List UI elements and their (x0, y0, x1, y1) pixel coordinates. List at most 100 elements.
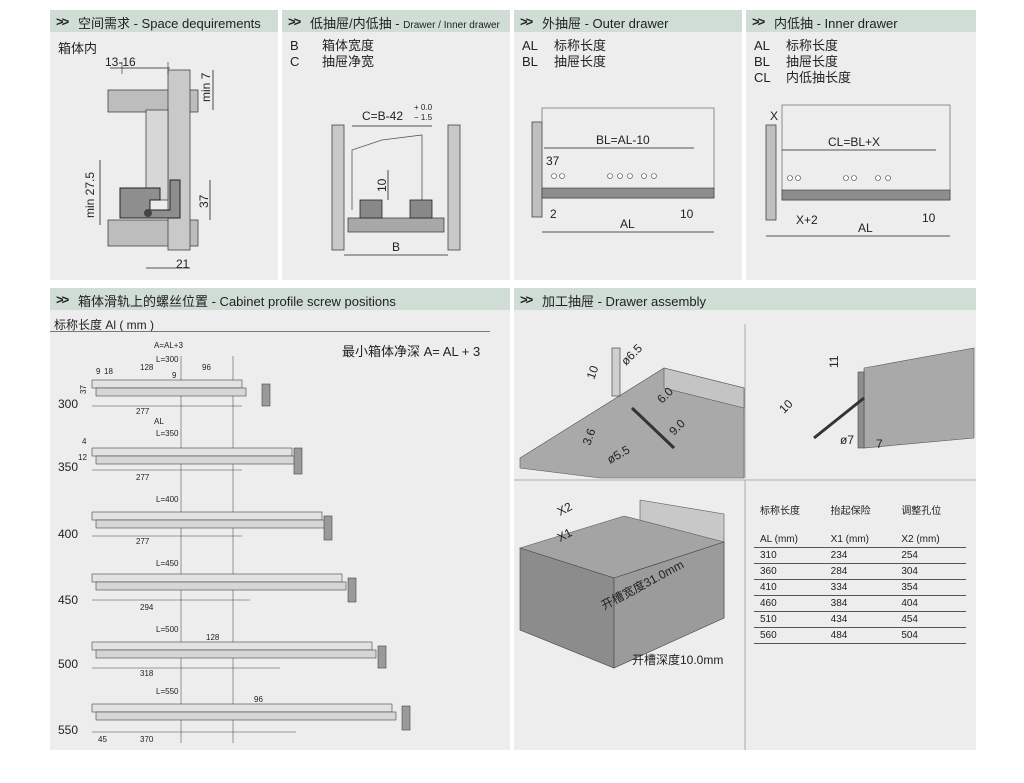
panel-header: >> 内低抽 - Inner drawer (746, 10, 976, 32)
dim-al: AL (620, 217, 635, 231)
panel-header: >> 加工抽屉 - Drawer assembly (514, 288, 976, 310)
panel-space-requirements: >> 空间需求 - Space dequirements 箱体内 13-16 m… (50, 10, 278, 280)
drawer-box: X2 X1 开槽宽度31.0mm 开槽深度10.0mm (518, 499, 726, 669)
dim-9b: 9 (172, 371, 177, 380)
rail-row-450: 450 L=450 294 (58, 559, 357, 612)
tolerance-upper: + 0.0 (414, 103, 433, 112)
dim-x-plus-2: X+2 (796, 213, 818, 227)
dim-2: 2 (550, 207, 557, 221)
dim-37: 37 (197, 194, 211, 208)
svg-text:ø6.5: ø6.5 (618, 341, 645, 368)
dim-21: 21 (176, 257, 190, 271)
dim-12: 12 (78, 453, 87, 462)
dim-4: 4 (82, 437, 87, 446)
dim-bl: BL=AL-10 (596, 133, 650, 147)
rail-row-550: 550 L=550 370 (58, 687, 411, 744)
header-nominal-length: 标称长度 (760, 506, 800, 517)
svg-text:10: 10 (776, 397, 796, 417)
svg-text:10: 10 (584, 363, 602, 381)
unit-al: AL (mm) (760, 534, 798, 545)
panel-title: 低抽屉/内低抽 - Drawer / Inner drawer (310, 16, 500, 31)
drill-detail-right: 11 10 ø7 7 (776, 347, 975, 451)
chevron-right-icon: >> (520, 14, 533, 29)
svg-text:开槽深度10.0mm: 开槽深度10.0mm (632, 652, 723, 667)
dim-10: 10 (922, 211, 936, 225)
svg-text:L=400: L=400 (156, 495, 179, 504)
svg-text:11: 11 (827, 355, 841, 368)
dim-9: 9 (96, 367, 101, 376)
divider (50, 331, 490, 332)
panel-drawer-assembly: >> 加工抽屉 - Drawer assembly 10 ø6.5 6.0 9.… (514, 288, 976, 750)
drawer-cross-section: C=B-42 + 0.0 − 1.5 10 B (331, 103, 461, 256)
dim-min7: min 7 (199, 72, 213, 102)
svg-text:370: 370 (140, 735, 154, 744)
svg-text:277: 277 (136, 537, 150, 546)
dim-18: 18 (104, 367, 113, 376)
chevron-right-icon: >> (288, 14, 301, 29)
svg-text:300: 300 (58, 397, 78, 411)
dim-128b: 128 (206, 633, 220, 642)
rail-row-400: 400 L=400 277 (58, 495, 333, 546)
inner-drawer-diagram: X CL=BL+X X+2 10 AL (765, 104, 951, 237)
panel-header: >> 空间需求 - Space dequirements (50, 10, 278, 32)
drill-detail-left: 10 ø6.5 6.0 9.0 3.6 ø5.5 (519, 341, 745, 479)
header-adjust-hole: 调整孔位 (901, 506, 942, 517)
svg-text:X1: X1 (555, 525, 575, 544)
chevron-right-icon: >> (56, 14, 69, 29)
svg-text:277: 277 (136, 473, 150, 482)
dim-37: 37 (546, 154, 560, 168)
svg-text:550: 550 (58, 723, 78, 737)
svg-text:L=300: L=300 (156, 355, 179, 364)
dim-min27-5: min 27.5 (83, 172, 97, 218)
dim-128: 128 (140, 363, 154, 372)
panel-sublabel: 箱体内 (58, 41, 98, 56)
panel-header: >> 低抽屉/内低抽 - Drawer / Inner drawer (282, 10, 510, 32)
outer-drawer-diagram: BL=AL-10 37 2 10 AL (531, 107, 715, 233)
svg-text:400: 400 (58, 527, 78, 541)
chevron-right-icon: >> (752, 14, 765, 29)
svg-text:7: 7 (876, 437, 883, 451)
a-label: A=AL+3 (154, 341, 183, 350)
svg-text:X2: X2 (555, 499, 575, 518)
header-lift-safety: 抬起保险 (830, 506, 871, 517)
chevron-right-icon: >> (56, 292, 69, 307)
dim-45: 45 (98, 735, 107, 744)
svg-text:L=500: L=500 (156, 625, 179, 634)
al-label: AL (154, 417, 164, 426)
svg-text:277: 277 (136, 407, 150, 416)
unit-x2: X2 (mm) (901, 534, 940, 545)
dim-10: 10 (375, 178, 389, 192)
svg-text:500: 500 (58, 657, 78, 671)
dim-c: C=B-42 (362, 109, 403, 123)
dim-96b: 96 (254, 695, 263, 704)
panel-screw-positions: >> 箱体滑轨上的螺丝位置 - Cabinet profile screw po… (50, 288, 510, 750)
svg-text:L=550: L=550 (156, 687, 179, 696)
tolerance-lower: − 1.5 (414, 113, 433, 122)
chevron-right-icon: >> (520, 292, 533, 307)
svg-text:350: 350 (58, 460, 78, 474)
svg-text:ø7: ø7 (840, 433, 854, 447)
svg-text:L=450: L=450 (156, 559, 179, 568)
panel-title: 空间需求 - Space dequirements (78, 16, 261, 31)
rail-row-300: 300 L=300 277 (58, 355, 271, 416)
panel-header: >> 外抽屉 - Outer drawer (514, 10, 742, 32)
svg-text:3.6: 3.6 (580, 426, 599, 447)
dim-10: 10 (680, 207, 694, 221)
panel-title: 加工抽屉 - Drawer assembly (542, 294, 706, 309)
svg-text:L=350: L=350 (156, 429, 179, 438)
svg-text:318: 318 (140, 669, 154, 678)
panel-title: 箱体滑轨上的螺丝位置 - Cabinet profile screw posit… (78, 294, 396, 309)
dim-37: 37 (79, 385, 88, 394)
svg-text:294: 294 (140, 603, 154, 612)
panel-title: 内低抽 - Inner drawer (774, 16, 898, 31)
